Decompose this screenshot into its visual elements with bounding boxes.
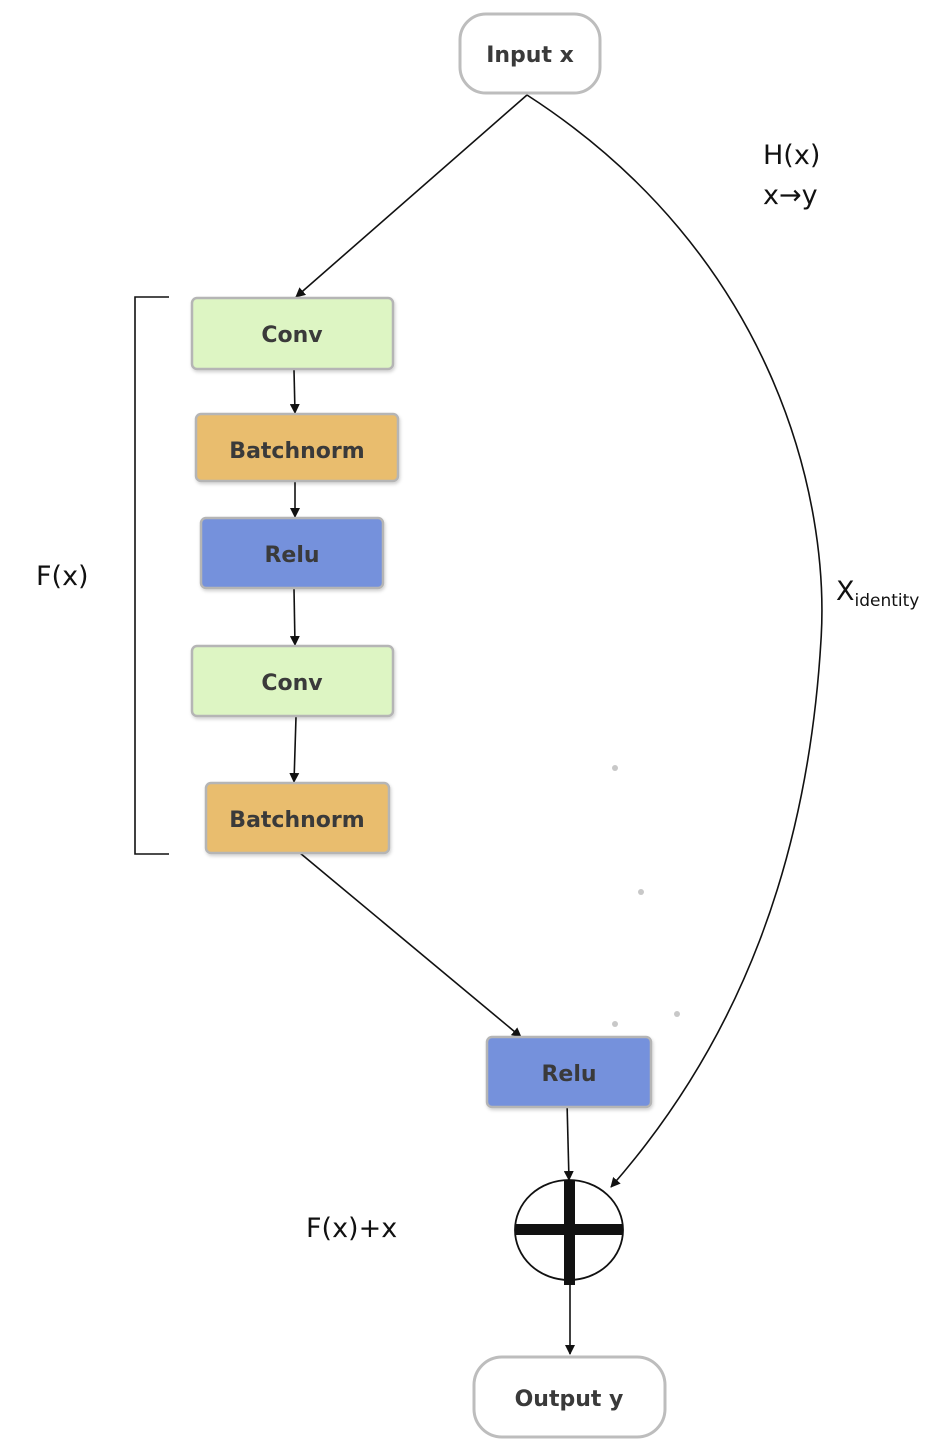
relu2-label: Relu: [541, 1062, 596, 1087]
relu1-label: Relu: [264, 543, 319, 568]
relu1-block: [199, 516, 385, 590]
identity-label: Xidentity: [836, 576, 919, 611]
conv2-block: [190, 644, 395, 718]
edge-relu1-to-conv2: [289, 588, 300, 646]
input-node: Input x: [458, 12, 602, 95]
input-node-label: Input x: [486, 43, 574, 68]
decorative-dots: [612, 765, 680, 1027]
hx-label: H(x): [763, 140, 820, 171]
identity-label-sub: identity: [855, 591, 920, 611]
x-to-y-label: x→y: [763, 180, 818, 211]
fx-label: F(x): [36, 561, 89, 592]
sum-label: F(x)+x: [306, 1213, 397, 1244]
conv2-label: Conv: [261, 671, 323, 696]
sum-node: [514, 1179, 624, 1285]
relu2-block: [485, 1035, 653, 1109]
output-node-label: Output y: [515, 1387, 624, 1412]
identity-label-main: X: [836, 576, 855, 607]
conv1-label: Conv: [261, 323, 323, 348]
fx-bracket: [134, 296, 169, 855]
edge-batchnorm2-to-relu2: [299, 852, 522, 1038]
edge-input-to-conv1: [295, 94, 528, 298]
edge-conv1-to-batchnorm1: [289, 369, 300, 414]
batchnorm2-block: [204, 781, 391, 855]
conv1-block: [190, 296, 395, 371]
batchnorm2-label: Batchnorm: [229, 808, 364, 833]
batchnorm1-label: Batchnorm: [229, 439, 364, 464]
edge-conv2-to-batchnorm2: [289, 716, 300, 783]
output-node: Output y: [472, 1355, 667, 1439]
batchnorm1-block: [194, 412, 400, 483]
edge-identity-skip: [526, 94, 823, 1188]
edge-relu2-to-sum: [563, 1101, 574, 1181]
